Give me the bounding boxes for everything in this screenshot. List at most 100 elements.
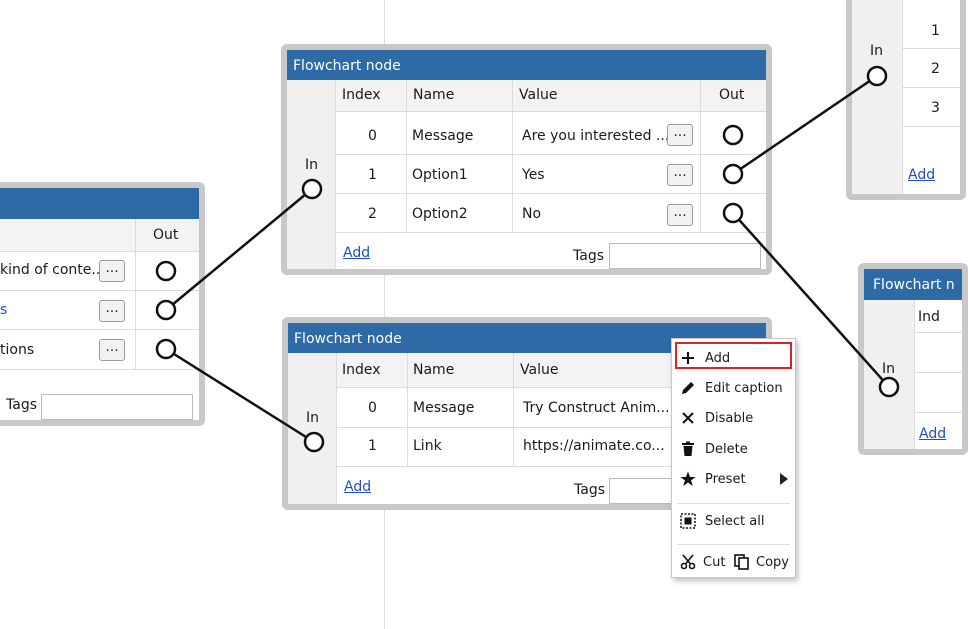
output-port xyxy=(155,299,177,321)
row-value[interactable]: Yes xyxy=(522,167,545,183)
canvas-guide-line xyxy=(384,0,385,629)
menu-item-edit-caption[interactable]: Edit caption xyxy=(672,374,795,402)
add-row-link[interactable]: Add xyxy=(344,479,372,495)
output-port xyxy=(722,124,744,146)
in-label: In xyxy=(870,43,884,59)
input-port xyxy=(878,376,900,398)
edit-value-button[interactable]: ... xyxy=(99,300,125,322)
tags-label: Tags xyxy=(6,397,37,413)
header-value: Value xyxy=(519,87,558,103)
in-label: In xyxy=(882,361,896,377)
tags-input[interactable] xyxy=(609,243,761,269)
header-index: Index xyxy=(342,87,381,103)
row-name[interactable]: Message xyxy=(413,400,475,416)
connection-layer xyxy=(155,65,900,453)
input-port xyxy=(303,431,325,453)
add-row-link[interactable]: Add xyxy=(343,245,371,261)
edit-value-button[interactable]: ... xyxy=(667,124,693,146)
menu-separator xyxy=(677,503,790,504)
x-icon xyxy=(682,412,694,424)
row-index: 0 xyxy=(368,128,377,144)
flowchart-node-right[interactable]: Flowchart n In Ind Add xyxy=(858,263,968,455)
output-port xyxy=(155,338,177,360)
menu-item-delete[interactable]: Delete xyxy=(672,435,795,463)
connection-wire xyxy=(165,347,315,444)
context-menu: Add Edit caption Disable Delete Preset S… xyxy=(671,338,796,578)
pencil-icon xyxy=(682,382,694,394)
table-header: Out xyxy=(0,219,199,252)
row-name[interactable]: Link xyxy=(413,438,442,454)
output-port xyxy=(722,163,744,185)
row-name[interactable]: Option2 xyxy=(412,206,468,222)
connection-wire xyxy=(165,188,313,311)
tags-label: Tags xyxy=(573,248,604,264)
menu-item-add[interactable]: Add xyxy=(672,344,795,372)
output-port xyxy=(155,260,177,282)
output-port xyxy=(722,202,744,224)
row-value[interactable]: Try Construct Anim... xyxy=(523,400,670,416)
edit-value-button[interactable]: ... xyxy=(99,260,125,282)
header-index: Ind xyxy=(918,309,940,325)
menu-item-disable[interactable]: Disable xyxy=(672,404,795,432)
input-port-column xyxy=(864,300,915,449)
plus-icon xyxy=(682,352,694,364)
row-name[interactable]: Option1 xyxy=(412,167,468,183)
input-port-column xyxy=(288,353,337,504)
row-value[interactable]: kind of conte... xyxy=(0,262,105,278)
menu-item-cut[interactable]: Cut xyxy=(672,548,732,576)
input-port-column xyxy=(287,80,336,269)
tags-input[interactable] xyxy=(41,394,193,420)
row-index: 0 xyxy=(368,400,377,416)
in-label: In xyxy=(306,410,320,426)
node-title[interactable]: Flowchart node xyxy=(287,50,766,80)
edit-value-button[interactable]: ... xyxy=(99,339,125,361)
menu-item-copy[interactable]: Copy xyxy=(732,548,794,576)
add-row-link[interactable]: Add xyxy=(919,426,947,442)
input-port-column xyxy=(852,0,903,194)
add-row-link[interactable]: Add xyxy=(908,167,936,183)
connection-wire xyxy=(732,212,890,388)
row-index: 1 xyxy=(368,167,377,183)
header-index: Index xyxy=(342,362,381,378)
row-value[interactable]: s xyxy=(0,302,8,318)
connection-wire xyxy=(732,74,878,176)
row-index: 2 xyxy=(368,206,377,222)
header-name: Name xyxy=(413,87,455,103)
row-index: 1 xyxy=(931,23,940,39)
flowchart-node-center-bottom[interactable]: Flowchart node In Index Name Value 0 Mes… xyxy=(282,317,772,510)
select-all-icon xyxy=(680,513,696,529)
row-name[interactable]: Message xyxy=(412,128,474,144)
header-out: Out xyxy=(153,227,179,243)
in-label: In xyxy=(305,157,319,173)
edit-value-button[interactable]: ... xyxy=(667,204,693,226)
row-index: 1 xyxy=(368,438,377,454)
table-header: Index Name Value Out xyxy=(336,80,766,112)
edit-value-button[interactable]: ... xyxy=(667,164,693,186)
row-value[interactable]: tions xyxy=(0,342,35,358)
row-index: 2 xyxy=(931,61,940,77)
menu-item-select-all[interactable]: Select all xyxy=(672,507,795,535)
header-out: Out xyxy=(719,87,745,103)
node-title[interactable]: Flowchart n xyxy=(864,269,962,300)
tags-label: Tags xyxy=(574,482,605,498)
node-title-bar[interactable] xyxy=(0,188,199,219)
star-icon xyxy=(680,471,696,486)
header-name: Name xyxy=(413,362,455,378)
copy-icon xyxy=(734,554,749,570)
input-port xyxy=(301,178,323,200)
row-index: 3 xyxy=(931,100,940,116)
menu-item-preset[interactable]: Preset xyxy=(672,465,795,493)
header-value: Value xyxy=(520,362,559,378)
row-value[interactable]: Are you interested ... xyxy=(522,128,670,144)
flowchart-node-top-right[interactable]: In 1 2 3 Add xyxy=(846,0,966,200)
menu-item-highlight xyxy=(675,342,792,369)
row-value[interactable]: No xyxy=(522,206,542,222)
flowchart-node-left[interactable]: Out kind of conte... ... s ... tions ...… xyxy=(0,182,205,426)
menu-separator xyxy=(677,544,790,545)
trash-icon xyxy=(682,441,694,456)
submenu-arrow-icon xyxy=(780,473,788,485)
scissors-icon xyxy=(680,554,696,570)
input-port xyxy=(866,65,888,87)
flowchart-node-center-top[interactable]: Flowchart node In Index Name Value Out 0… xyxy=(281,44,772,275)
row-value[interactable]: https://animate.co... xyxy=(523,438,665,454)
